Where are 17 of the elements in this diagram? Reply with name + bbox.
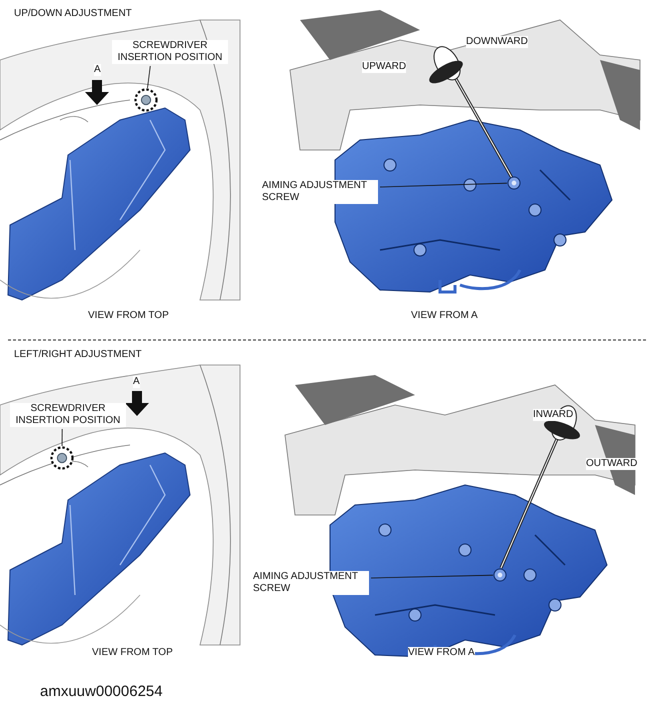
rotation-label: OUTWARD bbox=[586, 458, 638, 470]
callout-text: AIMING ADJUSTMENT SCREW bbox=[262, 180, 378, 204]
callout-text: SCREWDRIVER INSERTION POSITION bbox=[112, 40, 228, 64]
rotation-label: UPWARD bbox=[362, 61, 406, 73]
callout-text: AIMING ADJUSTMENT SCREW bbox=[253, 571, 369, 595]
insertion-point-icon bbox=[50, 446, 74, 470]
rotation-label: DOWNWARD bbox=[466, 36, 528, 48]
leader-line bbox=[62, 428, 63, 446]
callout-text: SCREWDRIVER INSERTION POSITION bbox=[10, 403, 126, 427]
rotation-label: INWARD bbox=[533, 409, 574, 421]
leader-line bbox=[147, 66, 151, 88]
view-letter: A bbox=[133, 376, 140, 388]
view-caption: VIEW FROM A bbox=[408, 647, 475, 659]
leader-line bbox=[380, 182, 508, 188]
view-letter: A bbox=[94, 64, 101, 76]
insertion-point-icon bbox=[134, 88, 158, 112]
leader-line bbox=[370, 574, 494, 578]
